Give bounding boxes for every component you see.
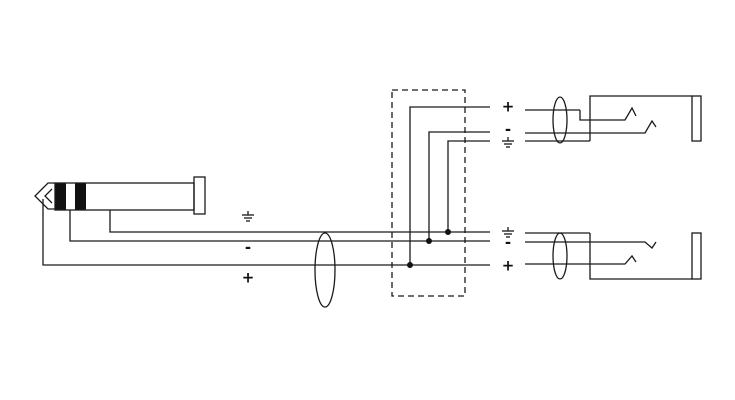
top-cable-shield-icon — [552, 96, 568, 144]
bottom-plus-label: + — [502, 257, 515, 275]
bottom-jack — [575, 232, 702, 280]
cable-plus-label: + — [242, 269, 255, 287]
top-jack-tip-spring — [579, 106, 637, 121]
trs-plug — [34, 176, 206, 215]
plug-tip-inner — [44, 188, 53, 204]
plug-ring-band-1 — [55, 183, 66, 210]
bottom-jack-ring-spring — [575, 241, 657, 249]
plug-ring-band-2 — [75, 183, 86, 210]
ground-icon — [242, 211, 254, 222]
plus-lead — [42, 199, 490, 266]
ground-icon — [502, 137, 514, 148]
main-cable-shield-icon — [314, 232, 336, 308]
junction-dot-minus — [426, 238, 432, 244]
bottom-jack-face — [691, 232, 702, 280]
top-jack-frame — [589, 95, 692, 141]
bottom-minus-label: - — [505, 234, 511, 252]
bottom-jack-tip-spring — [575, 254, 637, 265]
junction-dot-plus — [407, 262, 413, 268]
top-plus-label: + — [502, 98, 515, 116]
breakout-minus-wire — [428, 131, 490, 241]
breakout-ground-wire — [447, 140, 490, 232]
cable-minus-label: - — [245, 239, 251, 257]
plug-tip-outline — [34, 182, 55, 210]
plug-collar — [193, 176, 206, 215]
bottom-jack-frame — [589, 233, 692, 280]
top-jack — [579, 95, 702, 142]
minus-lead — [69, 210, 490, 242]
breakout-box — [391, 89, 466, 297]
bottom-cable-shield-icon — [552, 232, 568, 280]
ground-lead — [109, 210, 490, 233]
top-minus-label: - — [505, 121, 511, 139]
ground-icon — [502, 227, 514, 238]
breakout-plus-wire — [409, 106, 490, 265]
top-jack-ring-spring — [580, 119, 657, 134]
top-jack-face — [691, 95, 702, 142]
junction-dot-ground — [445, 229, 451, 235]
